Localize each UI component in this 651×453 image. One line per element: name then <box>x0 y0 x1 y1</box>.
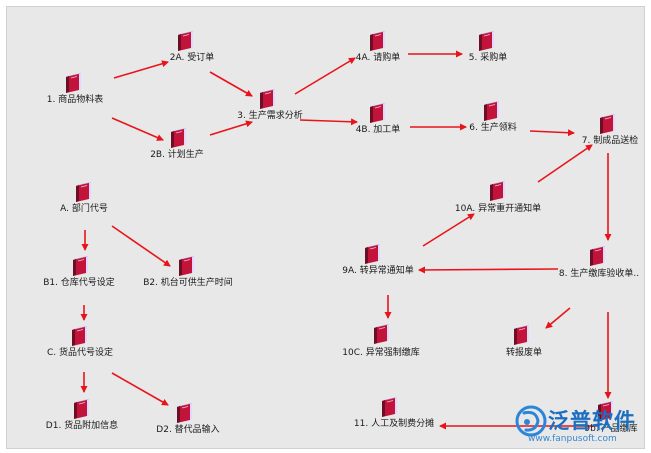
node-label-n10c[interactable]: 10C. 异常强制缴库 <box>342 348 420 358</box>
document-icon[interactable] <box>488 180 508 202</box>
document-icon[interactable] <box>482 100 502 122</box>
document-icon[interactable] <box>176 30 196 52</box>
document-icon[interactable] <box>380 396 400 418</box>
node-label-nscrap[interactable]: 转报废单 <box>505 348 542 358</box>
fanpu-logo-icon <box>515 405 547 437</box>
document-icon[interactable] <box>64 72 84 94</box>
node-label-n7[interactable]: 7. 制成品送检 <box>581 136 639 146</box>
node-label-nD1[interactable]: D1. 货品附加信息 <box>45 421 119 431</box>
document-icon[interactable] <box>169 127 189 149</box>
node-label-n9a[interactable]: 9A. 转异常通知单 <box>342 266 414 276</box>
node-label-nB1[interactable]: B1. 仓库代号设定 <box>43 278 115 288</box>
document-icon[interactable] <box>72 398 92 420</box>
node-label-nA[interactable]: A. 部门代号 <box>60 204 108 214</box>
document-icon[interactable] <box>372 323 392 345</box>
node-label-nD2[interactable]: D2. 替代品输入 <box>156 425 220 435</box>
node-label-n4a[interactable]: 4A. 请购单 <box>355 53 401 63</box>
node-label-n11[interactable]: 11. 人工及制费分摊 <box>353 419 435 429</box>
node-label-n4b[interactable]: 4B. 加工单 <box>355 125 401 135</box>
watermark-brand: 泛普软件 <box>548 409 636 433</box>
document-icon[interactable] <box>175 402 195 424</box>
watermark: 泛普软件 www.fanpusoft.com <box>512 402 647 447</box>
document-icon[interactable] <box>74 181 94 203</box>
document-icon[interactable] <box>588 245 608 267</box>
document-icon[interactable] <box>177 255 197 277</box>
document-icon[interactable] <box>512 324 532 346</box>
node-label-n2a[interactable]: 2A. 受订单 <box>169 53 215 63</box>
node-label-n1[interactable]: 1. 商品物料表 <box>46 95 104 105</box>
document-icon[interactable] <box>363 243 383 265</box>
document-icon[interactable] <box>596 400 616 422</box>
document-icon[interactable] <box>70 325 90 347</box>
node-label-n9b[interactable]: 9b. 产品缴库 <box>584 424 638 434</box>
document-icon[interactable] <box>598 113 618 135</box>
node-label-nC[interactable]: C. 货品代号设定 <box>46 348 113 358</box>
document-icon[interactable] <box>477 30 497 52</box>
node-label-n8[interactable]: 8. 生产缴库验收单.. <box>558 269 640 279</box>
document-icon[interactable] <box>368 102 388 124</box>
node-label-n10a[interactable]: 10A. 异常重开通知单 <box>454 204 542 214</box>
node-label-n6[interactable]: 6. 生产领料 <box>469 123 517 133</box>
watermark-url: www.fanpusoft.com <box>528 434 617 444</box>
document-icon[interactable] <box>368 30 388 52</box>
node-label-nB2[interactable]: B2. 机台可供生产时间 <box>143 278 233 288</box>
diagram-canvas <box>6 6 645 449</box>
document-icon[interactable] <box>71 255 91 277</box>
document-icon[interactable] <box>258 88 278 110</box>
node-label-n5[interactable]: 5. 采购单 <box>468 53 508 63</box>
node-label-n3[interactable]: 3. 生产需求分析 <box>237 111 303 121</box>
node-label-n2b[interactable]: 2B. 计划生产 <box>150 150 204 160</box>
